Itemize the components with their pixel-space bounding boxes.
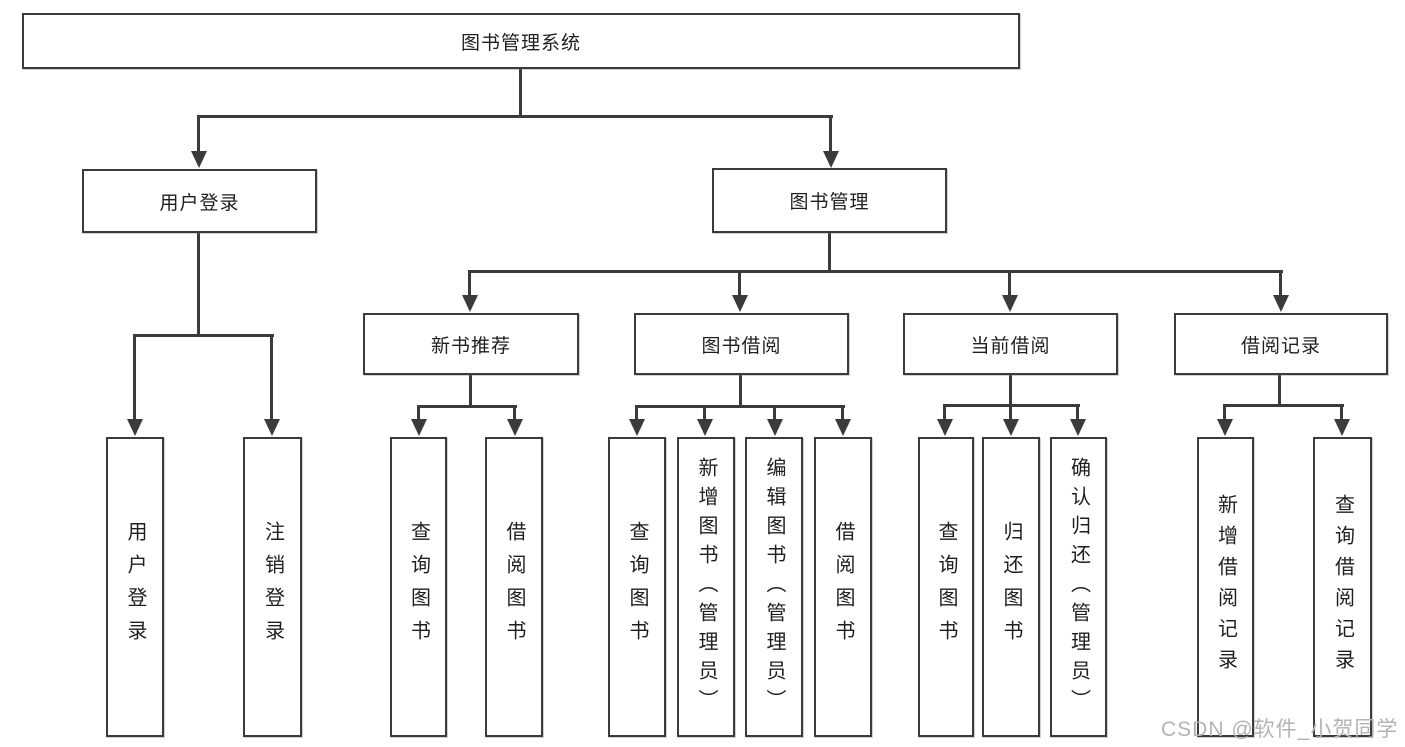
arrowhead-down-icon (1002, 295, 1018, 312)
connector-line (417, 405, 420, 422)
connector-line (1009, 404, 1012, 422)
leaf-logout: 注销登录 (243, 437, 302, 737)
connector-line (828, 233, 831, 273)
arrowhead-down-icon (937, 419, 953, 436)
arrowhead-down-icon (411, 419, 427, 436)
node-root: 图书管理系统 (22, 13, 1020, 69)
arrowhead-down-icon (823, 151, 839, 168)
connector-line (738, 270, 741, 298)
connector-line (739, 375, 742, 408)
connector-line (1009, 375, 1012, 407)
arrowhead-down-icon (697, 419, 713, 436)
leaf-add-borrow-record: 新增借阅记录 (1197, 437, 1254, 737)
arrowhead-down-icon (835, 419, 851, 436)
leaf-borrow-books: 借阅图书 (485, 437, 543, 737)
connector-line (703, 405, 706, 422)
arrowhead-down-icon (507, 419, 523, 436)
connector-line (519, 69, 522, 117)
node-borrow-records: 借阅记录 (1174, 313, 1388, 375)
node-book-management: 图书管理 (712, 168, 947, 233)
connector-line (1278, 375, 1281, 407)
arrowhead-down-icon (1003, 419, 1019, 436)
arrowhead-down-icon (191, 151, 207, 168)
connector-line (1223, 404, 1226, 422)
connector-line (417, 405, 517, 408)
leaf-query-borrow-record: 查询借阅记录 (1313, 437, 1372, 737)
node-user-login: 用户登录 (82, 169, 317, 233)
leaf-borrow-books: 借阅图书 (814, 437, 872, 737)
connector-line (1076, 404, 1079, 422)
connector-line (943, 404, 946, 422)
connector-line (197, 115, 200, 155)
connector-line (635, 405, 845, 408)
arrowhead-down-icon (767, 419, 783, 436)
arrowhead-down-icon (629, 419, 645, 436)
connector-line (468, 270, 1283, 273)
leaf-query-books: 查询图书 (390, 437, 447, 737)
connector-line (133, 334, 274, 337)
arrowhead-down-icon (1217, 419, 1233, 436)
connector-line (1223, 404, 1344, 407)
connector-line (197, 115, 833, 118)
connector-line (468, 270, 471, 298)
leaf-query-books: 查询图书 (918, 437, 974, 737)
leaf-user-login: 用户登录 (106, 437, 164, 737)
connector-line (469, 375, 472, 408)
leaf-query-books: 查询图书 (608, 437, 666, 737)
arrowhead-down-icon (1273, 295, 1289, 312)
arrowhead-down-icon (732, 295, 748, 312)
connector-line (1008, 270, 1011, 298)
connector-line (270, 334, 273, 420)
connector-line (1279, 270, 1282, 298)
connector-line (133, 334, 136, 420)
connector-line (773, 405, 776, 422)
connector-line (1340, 404, 1343, 422)
node-book-borrow: 图书借阅 (634, 313, 849, 375)
connector-line (513, 405, 516, 422)
connector-line (841, 405, 844, 422)
leaf-edit-books-admin: 编辑图书（管理员） (745, 437, 803, 737)
arrowhead-down-icon (264, 419, 280, 436)
node-new-book-recommend: 新书推荐 (363, 313, 579, 375)
node-current-borrow: 当前借阅 (903, 313, 1118, 375)
leaf-confirm-return-admin: 确认归还（管理员） (1050, 437, 1107, 737)
csdn-watermark: CSDN @软件_小贺同学 (1161, 718, 1399, 741)
connector-line (197, 233, 200, 337)
leaf-return-books: 归还图书 (982, 437, 1040, 737)
arrowhead-down-icon (127, 419, 143, 436)
arrowhead-down-icon (1334, 419, 1350, 436)
connector-line (635, 405, 638, 422)
arrowhead-down-icon (462, 295, 478, 312)
arrowhead-down-icon (1070, 419, 1086, 436)
connector-line (829, 115, 832, 155)
leaf-add-books-admin: 新增图书（管理员） (677, 437, 735, 737)
